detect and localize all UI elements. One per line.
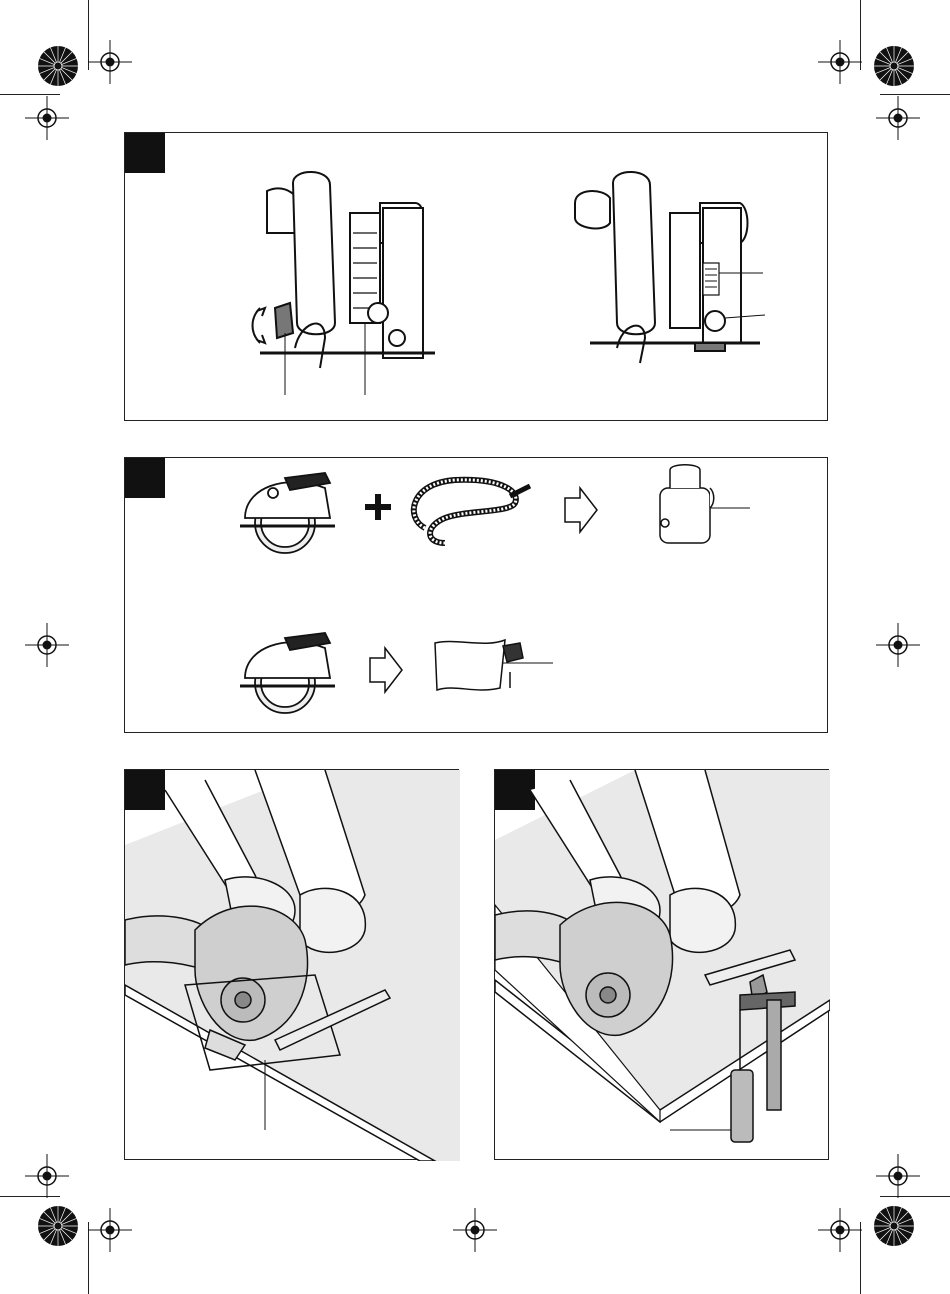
registration-mark-icon — [876, 96, 920, 140]
saw-with-clamped-guide-illustration — [495, 770, 830, 1161]
registration-mark-icon — [818, 40, 862, 84]
saw-side-view-top — [240, 473, 335, 553]
screw-clamp — [731, 975, 795, 1142]
dust-extraction-illustration — [125, 458, 829, 734]
arrow-right-icon — [565, 488, 597, 532]
plus-icon — [365, 494, 391, 520]
vacuum-hose — [414, 480, 530, 543]
registration-mark-icon — [25, 1154, 69, 1198]
registration-mark-icon — [453, 1208, 497, 1252]
saw-with-parallel-guide-illustration — [125, 770, 460, 1161]
color-wheel-icon — [38, 1206, 78, 1246]
registration-mark-icon — [25, 623, 69, 667]
registration-mark-icon — [25, 96, 69, 140]
saw-side-view-bottom — [240, 633, 335, 713]
color-wheel-icon — [38, 46, 78, 86]
registration-mark-icon — [88, 40, 132, 84]
figure-panel-d — [494, 769, 829, 1160]
dust-bag — [435, 640, 523, 690]
color-wheel-icon — [874, 46, 914, 86]
registration-mark-icon — [88, 1208, 132, 1252]
registration-mark-icon — [876, 623, 920, 667]
color-wheel-icon — [874, 1206, 914, 1246]
saw-rear-view-left — [253, 172, 436, 368]
saw-rear-views-illustration — [125, 133, 829, 422]
figure-panel-c — [124, 769, 459, 1160]
figure-panel-b — [124, 457, 828, 733]
registration-mark-icon — [818, 1208, 862, 1252]
arrow-right-icon — [370, 648, 402, 692]
figure-panel-a — [124, 132, 828, 421]
saw-rear-view-right — [575, 172, 760, 363]
vacuum-cleaner — [660, 465, 714, 543]
registration-mark-icon — [876, 1154, 920, 1198]
